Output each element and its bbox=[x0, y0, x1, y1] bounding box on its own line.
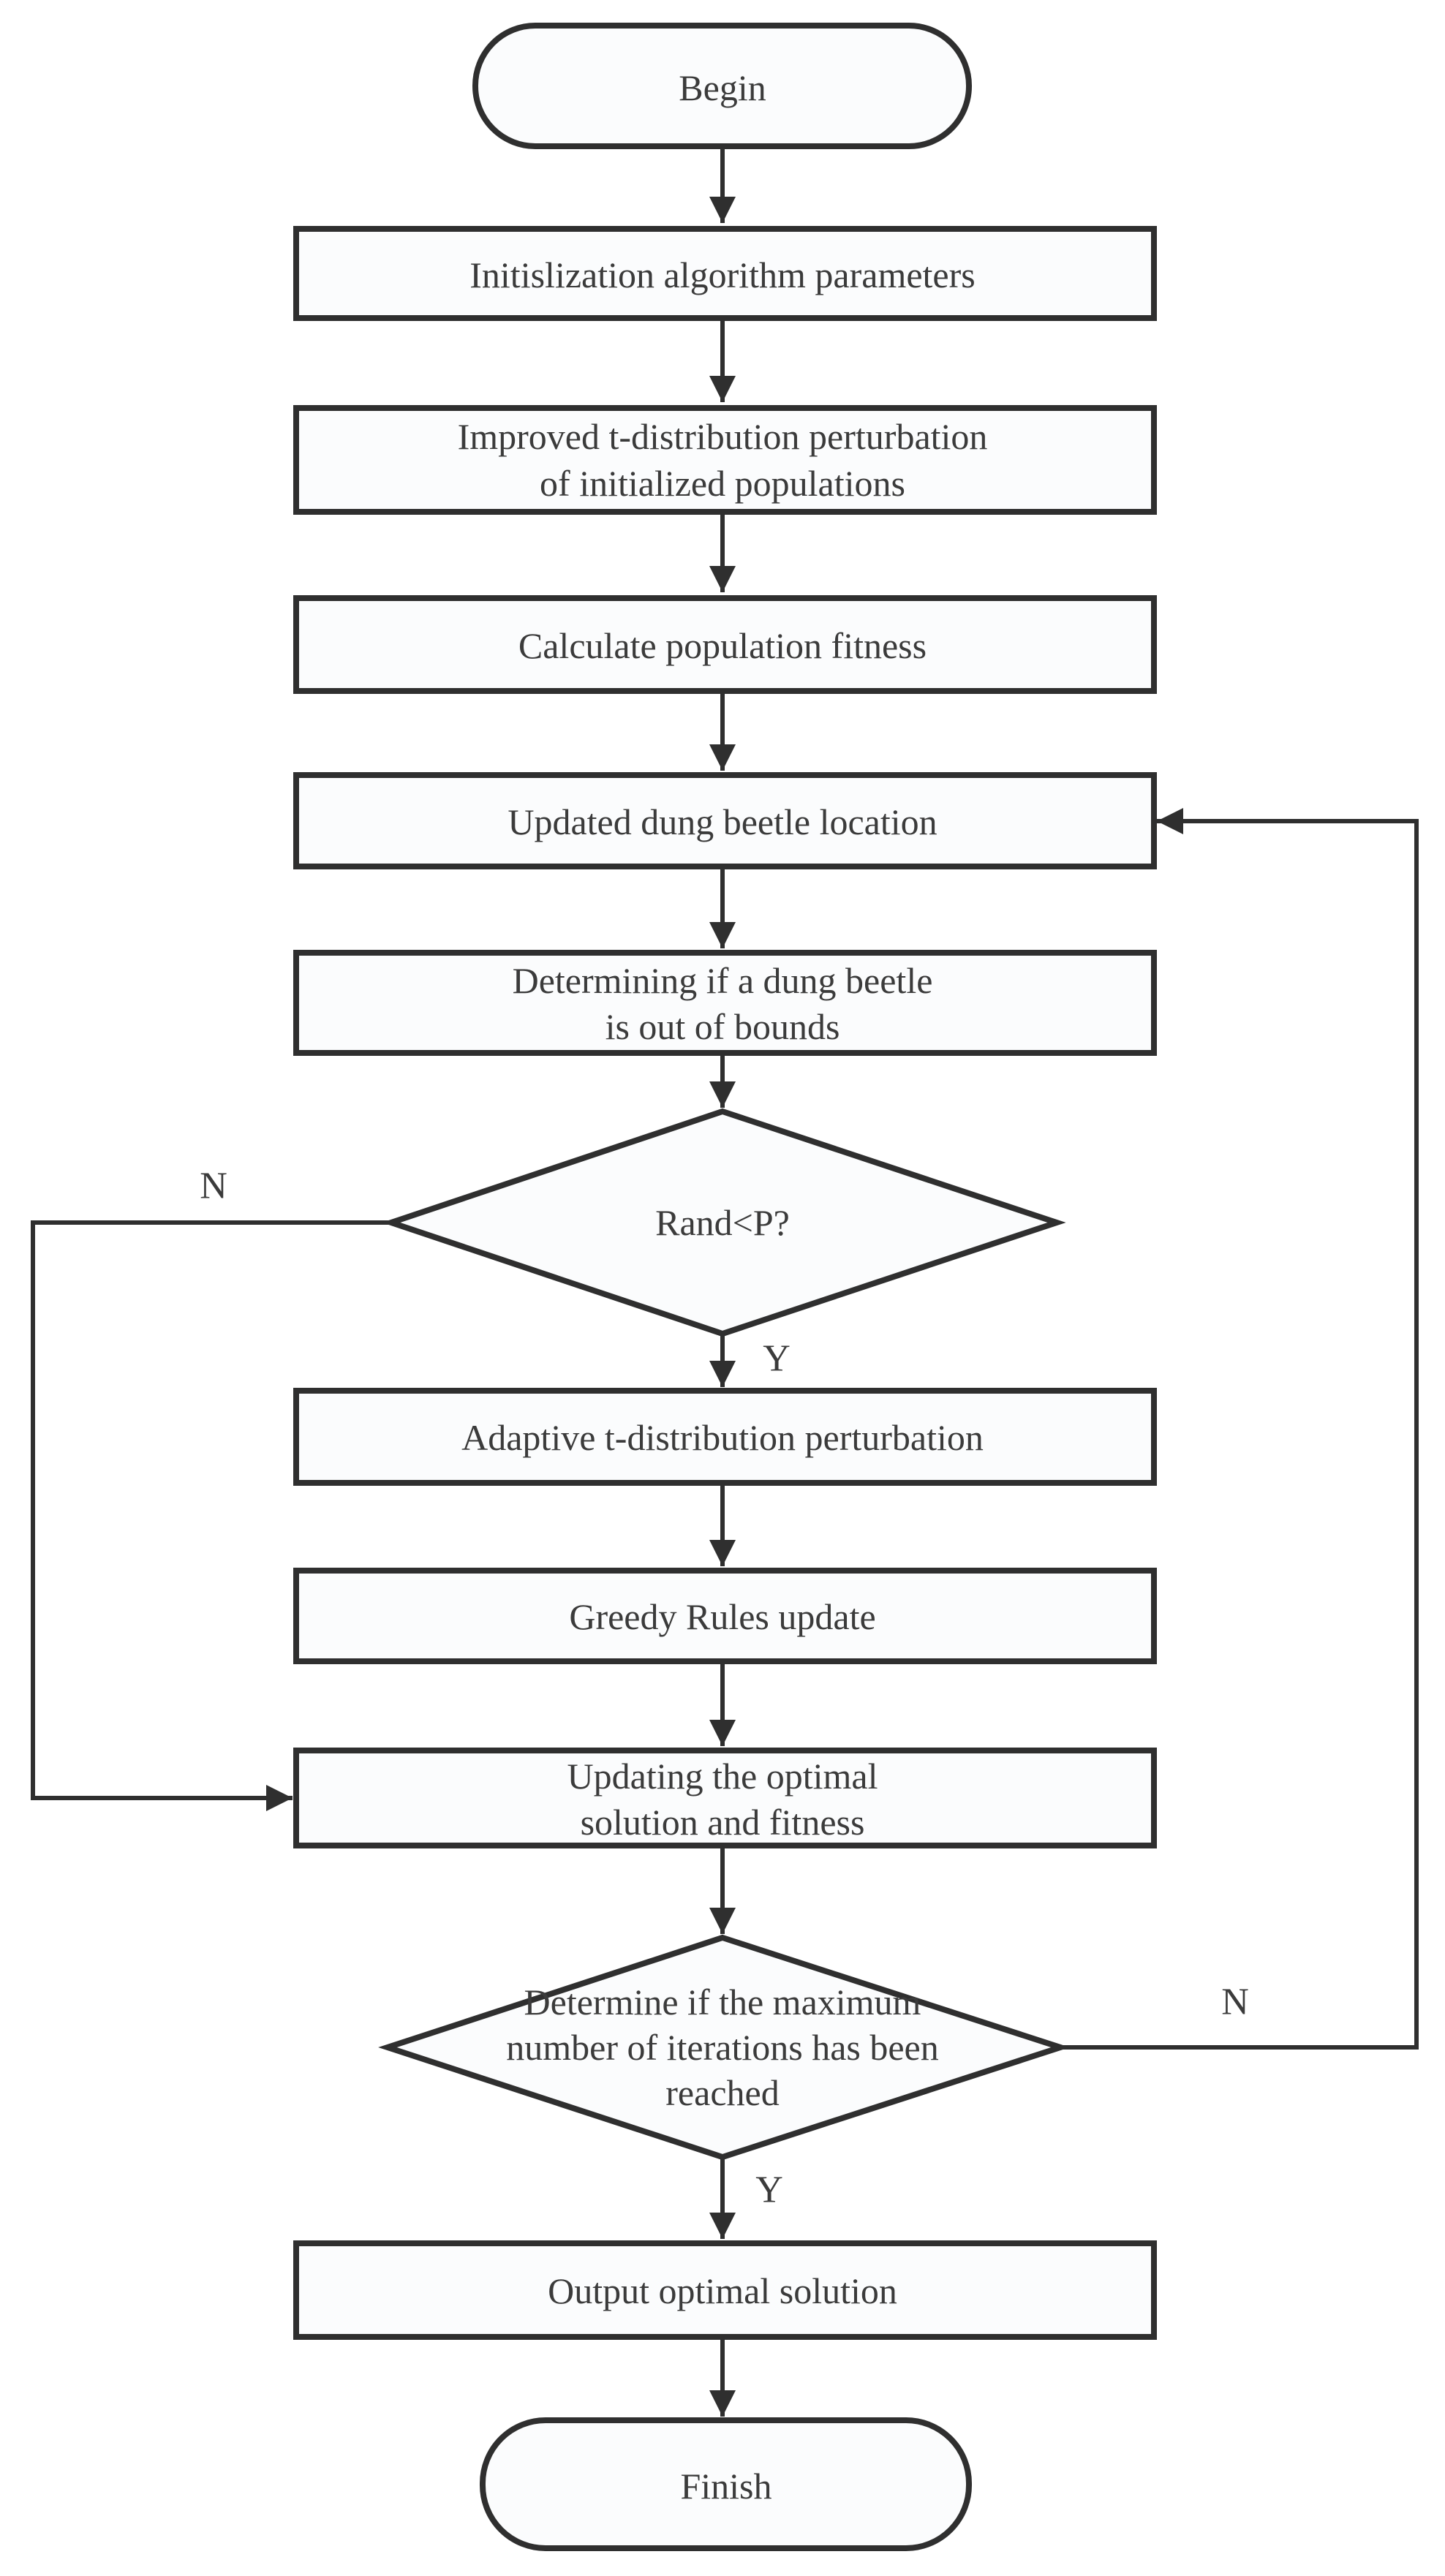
node-finish: Finish bbox=[480, 2417, 972, 2551]
label-iter-no: N bbox=[1221, 1982, 1249, 2023]
edge-rand-no-loop bbox=[31, 1220, 391, 1811]
node-calc-fitness: Calculate population fitness bbox=[293, 595, 1157, 694]
branch-labels: N Y N Y bbox=[200, 1166, 1249, 2211]
node-update-location: Updated dung beetle location bbox=[293, 772, 1157, 869]
node-init-params: Initislization algorithm parameters bbox=[293, 226, 1157, 321]
label-iter-yes: Y bbox=[755, 2169, 783, 2211]
process-box bbox=[293, 226, 1157, 321]
node-adaptive-perturb: Adaptive t-distribution perturbation bbox=[293, 1388, 1157, 1486]
process-box bbox=[293, 2240, 1157, 2340]
node-perturb-init: Improved t-distribution perturbation of … bbox=[293, 405, 1157, 515]
terminator-shape bbox=[480, 2417, 972, 2551]
node-calc-fitness-label: Calculate population fitness bbox=[518, 625, 927, 666]
process-box bbox=[293, 1568, 1157, 1664]
node-perturb-init-line1: Improved t-distribution perturbation bbox=[458, 416, 988, 457]
edge-maxiter-no-loop bbox=[1060, 808, 1419, 2050]
node-bounds-check-line1: Determining if a dung beetle bbox=[513, 960, 933, 1001]
node-greedy-update: Greedy Rules update bbox=[293, 1568, 1157, 1664]
node-max-iter-line1: Determine if the maximum bbox=[524, 1982, 921, 2022]
decision-diamond bbox=[382, 1108, 1066, 1337]
node-rand-decision-label: Rand<P? bbox=[655, 1202, 790, 1243]
node-finish-label: Finish bbox=[680, 2466, 771, 2507]
process-box bbox=[293, 405, 1157, 515]
node-begin-label: Begin bbox=[679, 67, 766, 108]
node-update-optimal: Updating the optimal solution and fitnes… bbox=[293, 1748, 1157, 1848]
node-output-solution: Output optimal solution bbox=[293, 2240, 1157, 2340]
node-update-location-label: Updated dung beetle location bbox=[508, 801, 937, 842]
node-max-iter-line2: number of iterations has been bbox=[506, 2027, 938, 2068]
node-rand-decision: Rand<P? bbox=[382, 1108, 1066, 1337]
node-max-iter-line3: reached bbox=[665, 2072, 779, 2113]
process-box bbox=[293, 595, 1157, 694]
process-box bbox=[293, 1748, 1157, 1848]
node-max-iter-decision: Determine if the maximum number of itera… bbox=[378, 1934, 1070, 2161]
node-output-solution-label: Output optimal solution bbox=[548, 2270, 897, 2311]
node-update-optimal-line2: solution and fitness bbox=[581, 1802, 865, 1843]
node-greedy-update-label: Greedy Rules update bbox=[569, 1596, 875, 1637]
label-rand-yes: Y bbox=[763, 1338, 791, 1380]
decision-diamond bbox=[378, 1934, 1070, 2161]
node-update-optimal-line1: Updating the optimal bbox=[567, 1756, 878, 1797]
process-box bbox=[293, 950, 1157, 1056]
node-begin: Begin bbox=[472, 23, 972, 149]
process-box bbox=[293, 1388, 1157, 1486]
edges bbox=[31, 146, 1419, 2417]
node-adaptive-perturb-label: Adaptive t-distribution perturbation bbox=[461, 1417, 984, 1458]
label-rand-no: N bbox=[200, 1166, 227, 1207]
node-init-params-label: Initislization algorithm parameters bbox=[469, 254, 975, 295]
node-bounds-check: Determining if a dung beetle is out of b… bbox=[293, 950, 1157, 1056]
process-box bbox=[293, 772, 1157, 869]
node-perturb-init-line2: of initialized populations bbox=[540, 463, 905, 504]
terminator-shape bbox=[472, 23, 972, 149]
node-bounds-check-line2: is out of bounds bbox=[605, 1006, 840, 1047]
